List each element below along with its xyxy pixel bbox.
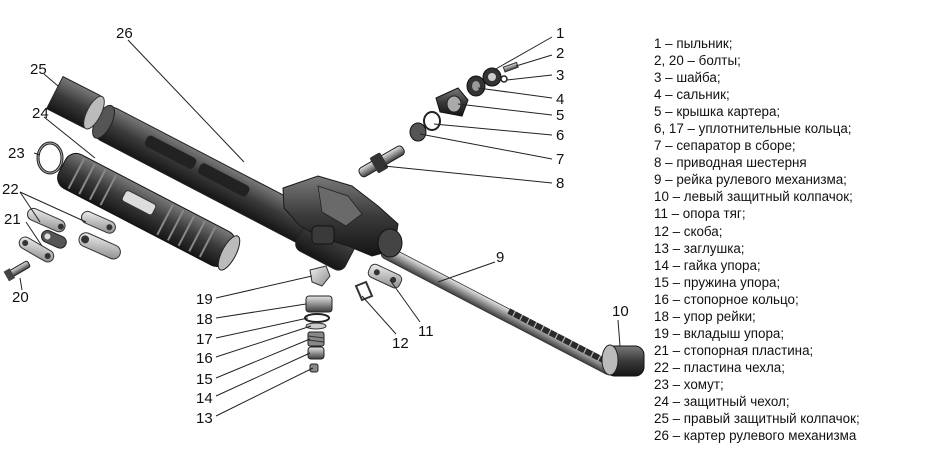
legend-item: 11 – опора тяг;: [654, 206, 746, 222]
callout-15: 15: [196, 371, 213, 388]
legend-item: 23 – хомут;: [654, 376, 724, 392]
legend-item: 15 – пружина упора;: [654, 274, 781, 290]
left-cap-part: [601, 344, 645, 377]
legend-item: 14 – гайка упора;: [654, 257, 761, 273]
pinion-parts: [358, 61, 519, 178]
legend-item: 2, 20 – болты;: [654, 53, 741, 69]
callout-1: 1: [556, 25, 564, 42]
callout-14: 14: [196, 390, 213, 407]
legend-item: 16 – стопорное кольцо;: [654, 291, 799, 307]
callout-4: 4: [556, 91, 564, 108]
callout-24: 24: [32, 105, 49, 122]
legend-item: 25 – правый защитный колпачок;: [654, 411, 860, 427]
legend-item: 9 – рейка рулевого механизма;: [654, 172, 847, 188]
parts-legend: 1 – пыльник; 2, 20 – болты; 3 – шайба; 4…: [654, 35, 926, 444]
callout-9: 9: [496, 249, 504, 266]
legend-item: 18 – упор рейки;: [654, 308, 756, 324]
callout-18: 18: [196, 311, 213, 328]
callout-22: 22: [2, 181, 19, 198]
legend-item: 13 – заглушка;: [654, 240, 745, 256]
callout-12: 12: [392, 335, 409, 352]
legend-item: 24 – защитный чехол;: [654, 393, 790, 409]
callout-6: 6: [556, 127, 564, 144]
callout-23: 23: [8, 145, 25, 162]
callout-20: 20: [12, 289, 29, 306]
callout-5: 5: [556, 107, 564, 124]
callout-3: 3: [556, 67, 564, 84]
right-cap-part: [45, 75, 105, 130]
callout-17: 17: [196, 331, 213, 348]
legend-item: 12 – скоба;: [654, 223, 723, 239]
callout-21: 21: [4, 211, 21, 228]
legend-item: 4 – сальник;: [654, 87, 730, 103]
stop-assembly: [304, 265, 333, 373]
callout-8: 8: [556, 175, 564, 192]
plates-part: [3, 207, 121, 282]
rack-part: [380, 245, 615, 375]
boot-part: [57, 152, 241, 271]
callout-13: 13: [196, 410, 213, 427]
legend-item: 6, 17 – уплотнительные кольца;: [654, 121, 852, 137]
legend-item: 8 – приводная шестерня: [654, 155, 807, 171]
callout-26: 26: [116, 25, 133, 42]
clamp-part: [36, 141, 64, 175]
callout-2: 2: [556, 45, 564, 62]
callout-19: 19: [196, 291, 213, 308]
legend-item: 21 – стопорная пластина;: [654, 342, 814, 358]
support-part: [354, 263, 403, 302]
legend-item: 19 – вкладыш упора;: [654, 325, 785, 341]
callout-11: 11: [418, 323, 434, 340]
legend-item: 5 – крышка картера;: [654, 104, 781, 120]
callouts: 1 2 3 4 5 6 7 8 9 10 11 12 13 14 15 16 1…: [2, 25, 629, 427]
legend-item: 1 – пыльник;: [654, 36, 733, 51]
legend-item: 26 – картер рулевого механизма: [654, 428, 857, 444]
legend-item: 22 – пластина чехла;: [654, 359, 785, 375]
callout-10: 10: [612, 303, 629, 320]
legend-item: 7 – сепаратор в сборе;: [654, 138, 796, 154]
legend-item: 10 – левый защитный колпачок;: [654, 189, 853, 205]
callout-7: 7: [556, 151, 564, 168]
leader-lines: [19, 36, 621, 417]
legend-item: 3 – шайба;: [654, 70, 721, 86]
callout-25: 25: [30, 61, 47, 78]
callout-16: 16: [196, 350, 213, 367]
gearbox-body: [282, 175, 403, 258]
